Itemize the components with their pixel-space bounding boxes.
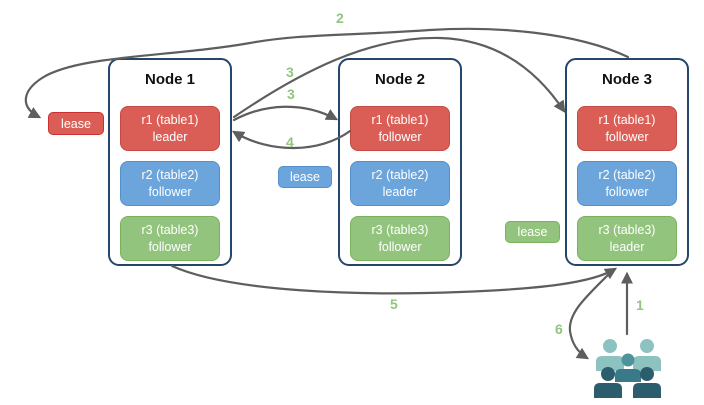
node-2-replica-r3: r3 (table3) follower: [350, 216, 450, 261]
node-1-replica-r2: r2 (table2) follower: [120, 161, 220, 206]
replica-role: follower: [148, 184, 192, 199]
replica-role: leader: [152, 129, 188, 144]
replica-name: r2 (table2): [598, 168, 656, 183]
replica-name: r3 (table3): [141, 223, 199, 238]
lease-tag-r2: lease: [278, 166, 332, 188]
step-label-2: 2: [336, 10, 344, 26]
lease-tag-r3: lease: [505, 221, 560, 243]
node-1-title: Node 1: [144, 71, 195, 88]
step-label-3b: 3: [287, 86, 295, 102]
replica-role: leader: [609, 239, 645, 254]
step-label-6: 6: [555, 321, 563, 337]
step-label-5: 5: [390, 296, 398, 312]
arrow-step3-leader-to-node2: [232, 105, 339, 122]
arrow-step5-node1-to-node3: [170, 264, 618, 295]
replica-name: r3 (table3): [598, 223, 656, 238]
node-2-title: Node 2: [374, 71, 425, 88]
lease-tag-r1: lease: [48, 112, 104, 135]
node-2-replica-r1: r1 (table1) follower: [350, 106, 450, 151]
replica-name: r1 (table1): [371, 113, 429, 128]
node-1-replica-r3: r3 (table3) follower: [120, 216, 220, 261]
node-2-replica-r2: r2 (table2) leader: [350, 161, 450, 206]
step-label-3a: 3: [286, 64, 294, 80]
node-2-box: Node 2 r1 (table1) follower r2 (table2) …: [338, 58, 462, 266]
replica-role: follower: [378, 129, 422, 144]
replica-role: follower: [148, 239, 192, 254]
step-label-1: 1: [636, 297, 644, 313]
step-label-4: 4: [286, 134, 294, 150]
replica-name: r2 (table2): [371, 168, 429, 183]
node-3-replica-r2: r2 (table2) follower: [577, 161, 677, 206]
replica-role: leader: [382, 184, 418, 199]
users-group-icon: [594, 339, 661, 398]
node-1-box: Node 1 r1 (table1) leader r2 (table2) fo…: [108, 58, 232, 266]
node-3-box: Node 3 r1 (table1) follower r2 (table2) …: [565, 58, 689, 266]
node-3-replica-r3: r3 (table3) leader: [577, 216, 677, 261]
replica-role: follower: [605, 184, 649, 199]
node-3-replica-r1: r1 (table1) follower: [577, 106, 677, 151]
arrow-step6-node3-to-clients: [568, 268, 615, 360]
replica-name: r1 (table1): [141, 113, 199, 128]
node-3-title: Node 3: [601, 71, 652, 88]
replica-name: r2 (table2): [141, 168, 199, 183]
node-1-replica-r1: r1 (table1) leader: [120, 106, 220, 151]
replica-role: follower: [378, 239, 422, 254]
replica-name: r1 (table1): [598, 113, 656, 128]
replica-role: follower: [605, 129, 649, 144]
replica-name: r3 (table3): [371, 223, 429, 238]
